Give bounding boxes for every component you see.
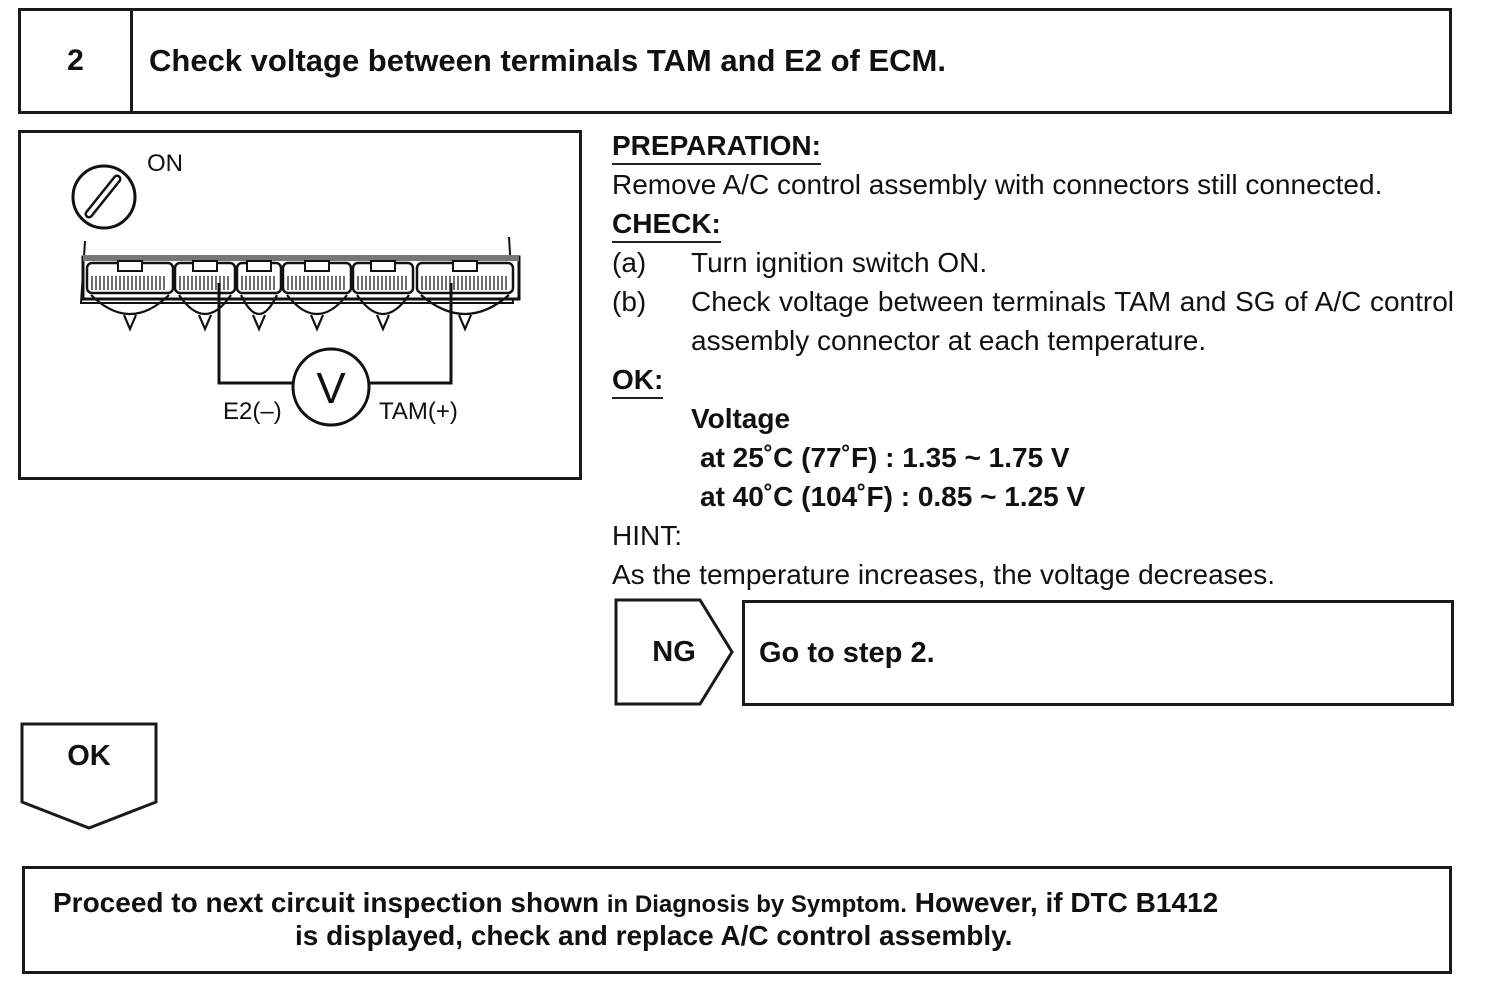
- instructions-panel: PREPARATION: Remove A/C control assembly…: [612, 126, 1454, 594]
- step-title: Check voltage between terminals TAM and …: [149, 43, 946, 78]
- ok-label: OK: [67, 740, 111, 772]
- step-header: 2 Check voltage between terminals TAM an…: [18, 8, 1452, 114]
- svg-text:V: V: [316, 364, 346, 413]
- ok-heading: OK:: [612, 363, 664, 399]
- ignition-on-label: ON: [147, 150, 183, 177]
- voltmeter-icon: V: [291, 347, 371, 427]
- preparation-text: Remove A/C control assembly with connect…: [612, 169, 1383, 200]
- ok-spec-title: Voltage: [691, 403, 791, 434]
- hint-text: As the temperature increases, the voltag…: [612, 559, 1276, 590]
- check-item-label: (a): [612, 247, 647, 278]
- check-heading: CHECK:: [612, 207, 721, 243]
- hint-heading: HINT:: [612, 520, 682, 551]
- ng-label: NG: [652, 635, 696, 668]
- ng-action: Go to step 2.: [742, 600, 1454, 706]
- ng-branch: NG Go to step 2.: [614, 598, 1454, 708]
- result-text-part2: in Diagnosis by Symptom.: [606, 891, 907, 918]
- result-text-part1: Proceed to next circuit inspection shown: [53, 887, 600, 918]
- result-text: Proceed to next circuit inspection shown…: [53, 887, 1353, 951]
- ok-spec-line: at 25˚C (77˚F) : 1.35 ~ 1.75 V: [700, 442, 1070, 473]
- step-number: 2: [21, 11, 133, 111]
- preparation-heading: PREPARATION:: [612, 129, 821, 165]
- result-box: Proceed to next circuit inspection shown…: [22, 866, 1452, 974]
- check-item-text: Check voltage between terminals TAM and …: [691, 286, 1454, 356]
- e2-negative-label: E2(–): [223, 398, 282, 425]
- tam-positive-label: TAM(+): [379, 398, 458, 425]
- result-text-line2: is displayed, check and replace A/C cont…: [295, 920, 1013, 951]
- ng-arrow-shape: [614, 598, 734, 706]
- check-item-label: (b): [612, 286, 647, 317]
- ecm-connector-icon: [79, 236, 521, 332]
- result-text-part3: However, if DTC B1412: [914, 887, 1219, 918]
- ignition-switch-icon: [71, 164, 137, 230]
- check-item: (b) Check voltage between terminals TAM …: [612, 282, 1454, 360]
- ecm-connector-diagram: ON V E2(–) TAM(+): [18, 130, 582, 480]
- ok-arrow-shape: [20, 722, 158, 830]
- voltmeter-wiring: [217, 283, 453, 385]
- check-item-text: Turn ignition switch ON.: [691, 247, 988, 278]
- ecm-connector-illustration: ON V E2(–) TAM(+): [71, 150, 521, 427]
- ok-spec-line: at 40˚C (104˚F) : 0.85 ~ 1.25 V: [700, 481, 1086, 512]
- check-item: (a) Turn ignition switch ON.: [612, 243, 1454, 282]
